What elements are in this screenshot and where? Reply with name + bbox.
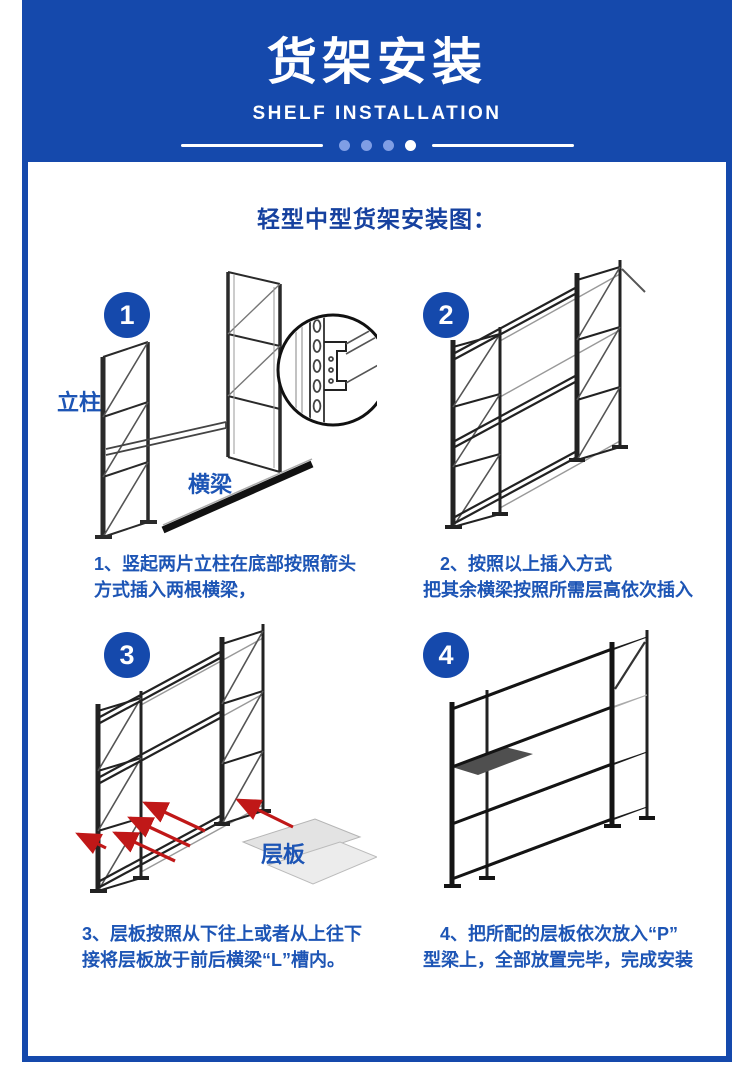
divider-line-right [431,144,574,147]
step-2-caption: 2、按照以上插入方式 把其余横梁按照所需层高依次插入 [423,552,693,603]
caption-line: 4、把所配的层板依次放入“P” [440,924,679,944]
step-2-number-badge: 2 [423,292,469,338]
beams [105,421,314,534]
step-4-caption: 4、把所配的层板依次放入“P” 型梁上，全部放置完毕，完成安装 [423,922,693,973]
caption-line: 接将层板放于前后横梁“L”槽内。 [82,949,345,970]
section-title: 轻型中型货架安装图： [257,206,497,232]
step-3-illustration: 层板 [75,624,377,893]
divider-dot [360,140,372,151]
page-header: 货架安装 SHELF INSTALLATION [28,6,726,162]
installation-card: 货架安装 SHELF INSTALLATION 轻型中型货架安装图： 1 [22,0,732,1062]
step-3-block: 3 [28,594,377,994]
divider-line-left [180,144,323,147]
step-4-illustration [444,630,655,888]
step-2-block: 2 [377,242,726,600]
page-subtitle: SHELF INSTALLATION [252,103,502,124]
caption-line: 2、按照以上插入方式 [440,554,613,574]
caption-line: 3、层板按照从下往上或者从上往下 [82,924,363,944]
step-3-number-badge: 3 [104,632,150,678]
step-1-illustration: 立柱 横梁 [57,271,377,539]
header-divider [28,140,726,151]
step-1-number-badge: 1 [104,292,150,338]
step-2-illustration [445,260,646,529]
divider-dot-active [404,140,416,151]
beam-label: 横梁 [188,472,232,497]
steps-grid: 1 [28,242,726,994]
upright-frame-right [226,271,282,473]
assembled-frame [445,260,646,529]
step-3-caption: 3、层板按照从下往上或者从上往下 接将层板放于前后横梁“L”槽内。 [82,922,362,973]
caption-line: 方式插入两根横梁， [94,579,256,600]
divider-dot [338,140,350,151]
completed-shelf [444,630,655,888]
step-1-caption: 1、竖起两片立柱在底部按照箭头 方式插入两根横梁， [94,552,356,603]
caption-line: 型梁上，全部放置完毕，完成安装 [423,949,693,970]
divider-dots [338,140,416,151]
connector-detail-magnifier [276,313,377,427]
step-1-block: 1 [28,242,377,600]
upright-frame-left [95,341,157,539]
step-4-block: 4 [377,594,726,994]
panel-label: 层板 [261,842,306,867]
step-4-number-badge: 4 [423,632,469,678]
divider-dot [382,140,394,151]
page-title: 货架安装 [267,34,487,90]
caption-line: 1、竖起两片立柱在底部按照箭头 [94,554,357,574]
caption-line: 把其余横梁按照所需层高依次插入 [423,579,693,600]
insert-direction-arrows [75,798,294,863]
post-label: 立柱 [57,390,101,415]
